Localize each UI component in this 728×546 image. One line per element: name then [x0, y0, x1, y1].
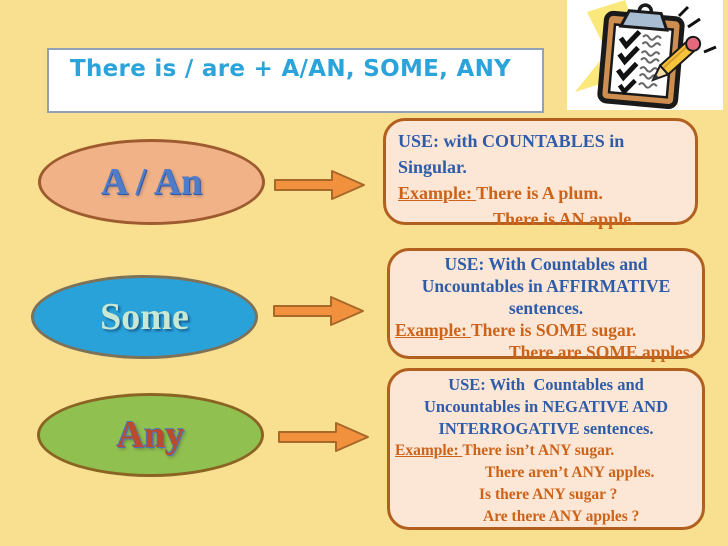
oval-any: Any: [37, 393, 264, 477]
title-box: There is / are + A/AN, SOME, ANY: [47, 48, 544, 113]
right-arrow-icon-1: [274, 170, 365, 200]
right-arrow-icon-2: [273, 296, 364, 326]
oval-some: Some: [31, 275, 258, 359]
use-text: INTERROGATIVE sentences.: [438, 419, 654, 438]
oval-some-label: Some: [100, 296, 189, 338]
example-label: Example:: [395, 442, 463, 459]
oval-any-label: Any: [116, 414, 185, 456]
oval-a-an-label: A / An: [100, 161, 203, 203]
pencil-icon: [650, 35, 702, 82]
use-text: USE: With Countables and: [448, 375, 644, 394]
example-line: There aren’t ANY apples.: [485, 464, 655, 481]
right-arrow-icon-3: [278, 422, 369, 452]
example-line: Example: There is A plum.: [398, 180, 687, 206]
clipboard-checklist-icon: [567, 0, 723, 110]
example-line: Example: There isn’t ANY sugar.: [395, 440, 697, 462]
use-text: USE: with COUNTABLES in: [398, 131, 625, 151]
use-box-some: USE: With Countables and Uncountables in…: [387, 248, 705, 362]
use-text: Singular.: [398, 157, 467, 177]
oval-a-an: A / An: [38, 139, 265, 225]
use-box-a-an: USE: with COUNTABLES in Singular. Exampl…: [383, 118, 698, 229]
example-line: Example: There is SOME sugar.: [395, 319, 697, 341]
example-line: There are SOME apples.: [508, 342, 694, 362]
use-box-any: USE: With Countables and Uncountables in…: [387, 368, 705, 530]
example-text: There isn’t ANY sugar.: [462, 442, 615, 459]
example-text: There is SOME sugar.: [471, 320, 637, 340]
page-title: There is / are + A/AN, SOME, ANY: [70, 56, 512, 82]
example-label: Example:: [395, 320, 471, 340]
example-line: Is there ANY sugar ?: [479, 486, 618, 503]
example-line: Are there ANY apples ?: [483, 508, 640, 525]
example-line: There is AN apple.: [493, 209, 636, 229]
use-text: Uncountables in AFFIRMATIVE: [421, 276, 671, 296]
use-text: USE: With Countables and: [444, 254, 648, 274]
use-text: sentences.: [508, 298, 584, 318]
example-label: Example:: [398, 183, 477, 203]
example-text: There is A plum.: [476, 183, 603, 203]
use-text: Uncountables in NEGATIVE AND: [423, 397, 669, 416]
